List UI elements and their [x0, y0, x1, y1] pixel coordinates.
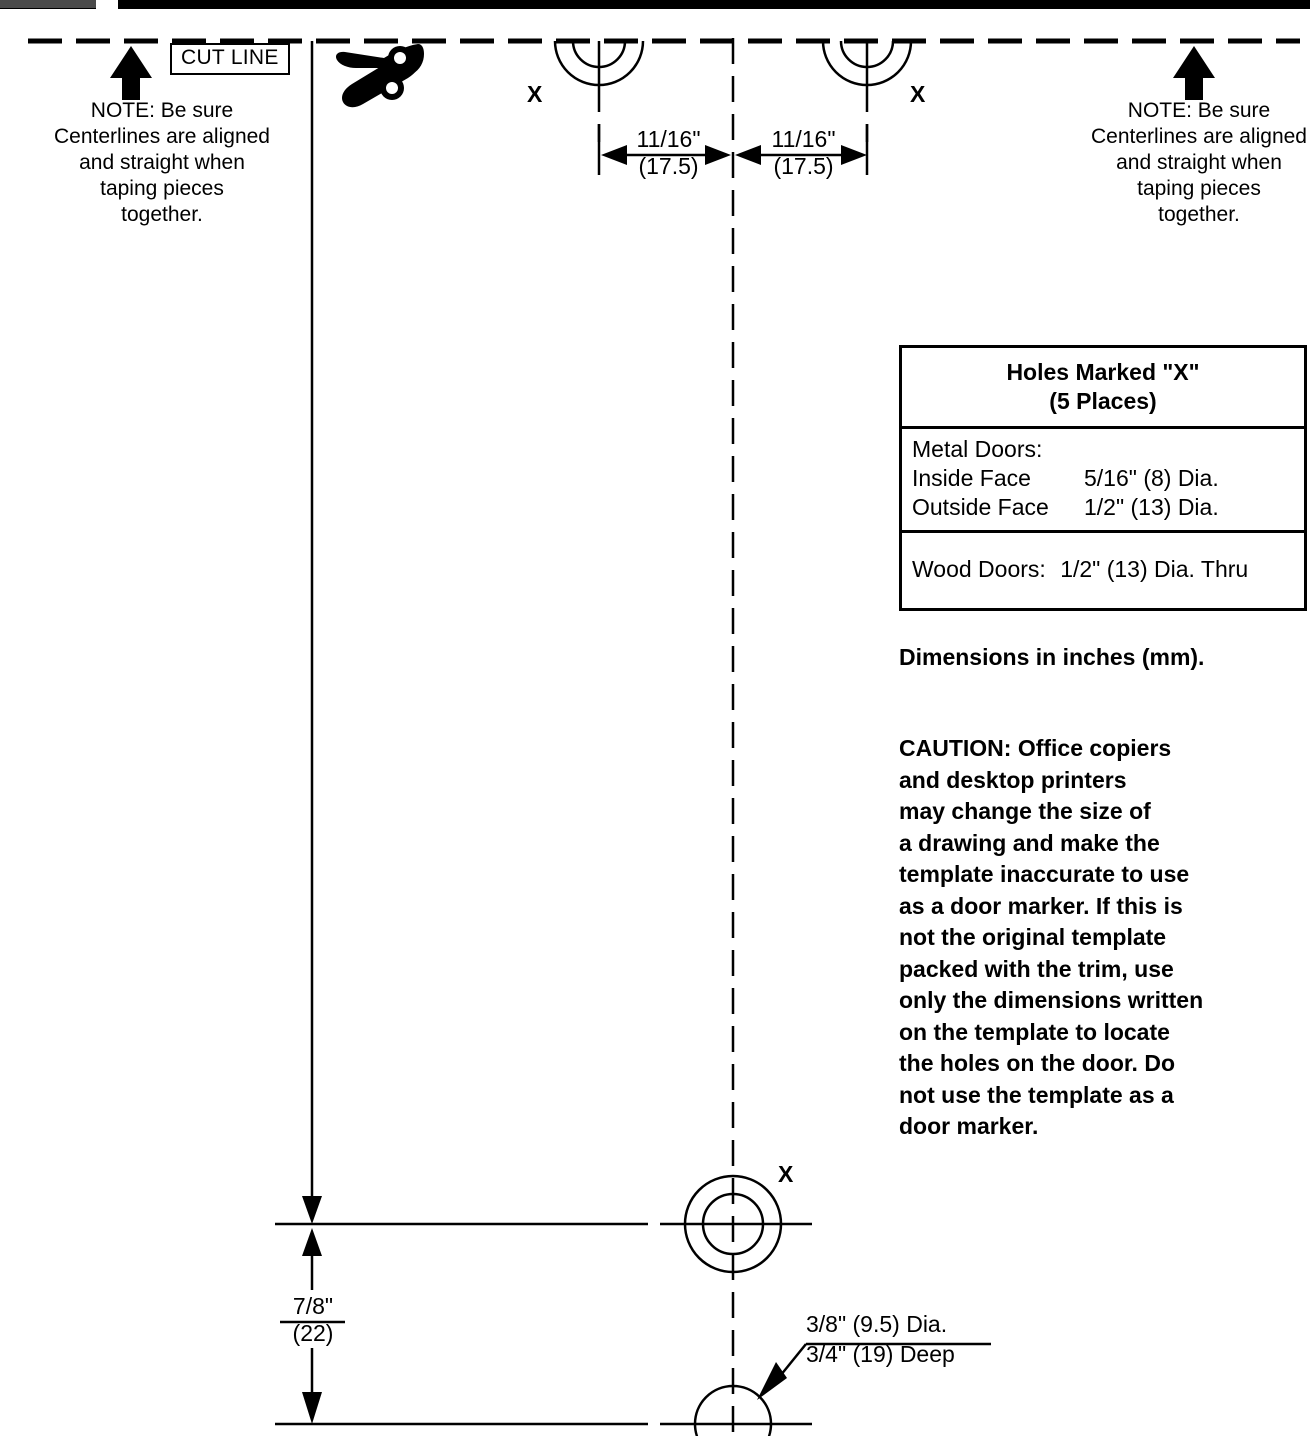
note-left-line-2: Centerlines are aligned [54, 125, 270, 148]
x-mark-top-left: X [527, 81, 543, 107]
top-header-bar [0, 0, 1310, 9]
note-left-line-5: together. [121, 203, 203, 226]
holes-table-wood-section: Wood Doors: 1/2" (13) Dia. Thru [902, 533, 1304, 608]
x-mark-top-right: X [910, 81, 926, 107]
caution-block: CAUTION: Office copiers and desktop prin… [899, 733, 1259, 1143]
dimension-vertical-imperial: 7/8" [292, 1293, 334, 1319]
holes-table-title-line-2: (5 Places) [1049, 388, 1157, 414]
note-left-line-3: and straight when [79, 151, 245, 174]
hole-callout-line-2: 3/4" (19) Deep [806, 1341, 955, 1367]
dimension-label-left: 11/16" (17.5) [611, 126, 726, 180]
dimensions-units-note: Dimensions in inches (mm). [899, 644, 1205, 670]
holes-table-header: Holes Marked "X" (5 Places) [902, 348, 1304, 429]
note-right-line-1: NOTE: Be sure [1127, 99, 1271, 122]
dimension-label-right: 11/16" (17.5) [746, 126, 861, 180]
dimension-arrow-left [601, 145, 731, 165]
scissors-icon [335, 44, 424, 108]
dimension-vertical-metric: (22) [292, 1320, 334, 1346]
note-right-line-3: and straight when [1116, 151, 1282, 174]
caution-line-6: as a door marker. If this is [899, 892, 1183, 919]
note-right-line-4: taping pieces [1137, 177, 1261, 200]
caution-line-9: only the dimensions written [899, 987, 1204, 1013]
caution-line-8: packed with the trim, use [899, 955, 1174, 982]
inside-face-label: Inside Face [912, 465, 1031, 491]
dimension-right-metric: (17.5) [773, 153, 834, 179]
hole-bottom-center [683, 1174, 783, 1274]
hole-callout-line-1: 3/8" (9.5) Dia. [806, 1311, 948, 1337]
wood-doors-label: Wood Doors: [912, 556, 1046, 582]
note-left-line-4: taping pieces [100, 177, 224, 200]
inside-face-value: 5/16" (8) Dia. [1084, 465, 1219, 491]
cut-line-label: CUT LINE [170, 43, 290, 75]
hole-bottom-edge [693, 1384, 773, 1436]
hole-callout: 3/8" (9.5) Dia. 3/4" (19) Deep [806, 1309, 955, 1369]
dimension-left-imperial: 11/16" [636, 126, 701, 152]
note-right-line-5: together. [1158, 203, 1240, 226]
dimension-vertical [280, 1192, 345, 1424]
dimension-arrow-right [735, 145, 867, 165]
metal-doors-heading: Metal Doors: [912, 436, 1043, 462]
callout-leader [757, 1342, 991, 1400]
dimension-right-imperial: 11/16" [771, 126, 836, 152]
caution-line-7: not the original template [899, 924, 1167, 950]
holes-marked-x-table: Holes Marked "X" (5 Places) Metal Doors:… [899, 345, 1307, 611]
table-row: Outside Face 1/2" (13) Dia. [912, 493, 1304, 522]
note-left-line-1: NOTE: Be sure [90, 99, 234, 122]
holes-table-metal-section: Metal Doors: Inside Face 5/16" (8) Dia. … [902, 429, 1304, 533]
caution-line-2: and desktop printers [899, 766, 1127, 793]
outside-face-label: Outside Face [912, 494, 1049, 520]
caution-line-1: CAUTION: Office copiers [899, 735, 1172, 761]
caution-line-12: not use the template as a [899, 1081, 1174, 1108]
wood-doors-value: 1/2" (13) Dia. Thru [1060, 556, 1249, 582]
top-header-gray-segment [0, 0, 96, 8]
cut-line-arrow-right [1173, 46, 1215, 100]
dimension-left-metric: (17.5) [638, 153, 699, 179]
cut-line-arrow-left [110, 46, 152, 100]
caution-line-10: on the template to locate [899, 1018, 1170, 1045]
caution-line-5: template inaccurate to use [899, 861, 1190, 887]
holes-table-title-line-1: Holes Marked "X" [1006, 359, 1200, 385]
caution-line-3: may change the size of [899, 798, 1151, 824]
x-mark-bottom: X [778, 1161, 794, 1187]
caution-line-11: the holes on the door. Do [899, 1050, 1175, 1076]
top-header-notch [96, 0, 118, 9]
caution-line-4: a drawing and make the [899, 829, 1160, 856]
note-right: NOTE: Be sure Centerlines are aligned an… [1088, 98, 1310, 228]
caution-line-13: door marker. [899, 1113, 1039, 1139]
table-row: Inside Face 5/16" (8) Dia. [912, 464, 1304, 493]
outside-face-value: 1/2" (13) Dia. [1084, 494, 1219, 520]
note-right-line-2: Centerlines are aligned [1091, 125, 1307, 148]
dimension-label-vertical: 7/8" (22) [268, 1293, 358, 1347]
note-left: NOTE: Be sure Centerlines are aligned an… [12, 98, 312, 228]
